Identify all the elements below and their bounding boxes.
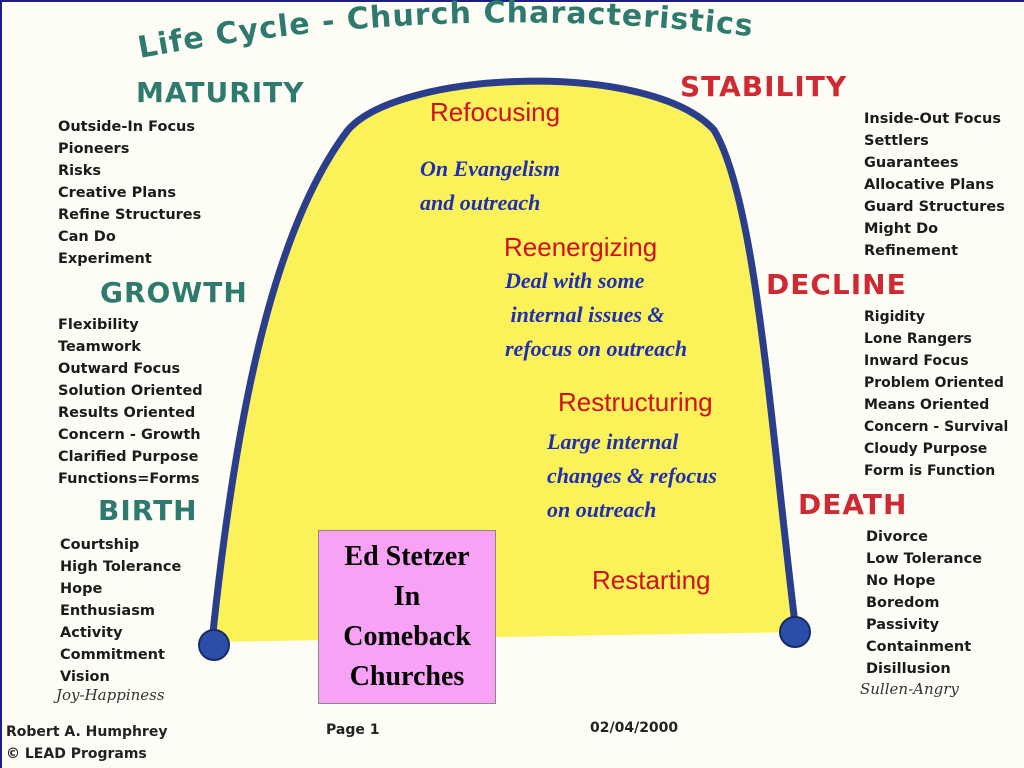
- footer-page: Page 1: [326, 722, 380, 738]
- diagram-title: Life Cycle - Church Characteristics: [135, 0, 754, 66]
- process-restructuring: Restructuring: [558, 387, 713, 417]
- list-item: Solution Oriented: [58, 383, 203, 399]
- stage-death: DEATH: [798, 488, 908, 521]
- author-box-line: Comeback: [343, 621, 471, 652]
- list-item: Means Oriented: [864, 397, 990, 413]
- list-item: Commitment: [60, 647, 165, 663]
- author-box-line: Churches: [349, 661, 465, 692]
- list-item: Boredom: [866, 595, 940, 611]
- list-item: Refinement: [864, 243, 959, 259]
- footer-date: 02/04/2000: [590, 720, 679, 736]
- list-item: Hope: [60, 581, 103, 597]
- list-item: Disillusion: [866, 661, 951, 677]
- author-box: Ed Stetzer In Comeback Churches: [318, 530, 496, 704]
- list-item: Cloudy Purpose: [864, 441, 988, 457]
- svg-text:Life Cycle - Church Characteri: Life Cycle - Church Characteristics: [135, 0, 755, 66]
- decline-list: Rigidity Lone Rangers Inward Focus Probl…: [864, 306, 1008, 482]
- list-item: Lone Rangers: [864, 331, 972, 347]
- start-dot: [198, 629, 230, 661]
- list-item: Pioneers: [58, 141, 130, 157]
- footer-author: Robert A. Humphrey: [6, 724, 168, 740]
- list-item: Risks: [58, 163, 102, 179]
- footer-org: © LEAD Programs: [6, 746, 147, 762]
- maturity-list: Outside-In Focus Pioneers Risks Creative…: [58, 116, 201, 270]
- death-list: Divorce Low Tolerance No Hope Boredom Pa…: [866, 526, 982, 680]
- list-item: Can Do: [58, 229, 116, 245]
- list-item: Creative Plans: [58, 185, 176, 201]
- note-restructuring: Large internal changes & refocus on outr…: [547, 429, 717, 522]
- process-refocusing: Refocusing: [430, 97, 561, 127]
- list-item: Courtship: [60, 537, 140, 553]
- list-item: Outside-In Focus: [58, 119, 196, 135]
- list-item: Concern - Growth: [58, 427, 201, 443]
- list-item: Inside-Out Focus: [864, 111, 1002, 127]
- list-item: Form is Function: [864, 463, 996, 479]
- endpoint-right-caption: Sullen-Angry: [860, 680, 959, 698]
- stage-stability: STABILITY: [680, 70, 848, 103]
- list-item: Concern - Survival: [864, 419, 1009, 435]
- author-box-line: Ed Stetzer: [344, 541, 470, 572]
- list-item: Settlers: [864, 133, 929, 149]
- list-item: Activity: [60, 625, 123, 641]
- stage-growth: GROWTH: [100, 276, 248, 309]
- list-item: Flexibility: [58, 317, 139, 333]
- list-item: No Hope: [866, 573, 936, 589]
- list-item: Inward Focus: [864, 353, 969, 369]
- list-item: High Tolerance: [60, 559, 182, 575]
- list-item: Clarified Purpose: [58, 449, 199, 465]
- note-reenergizing: Deal with some internal issues & refocus…: [505, 268, 688, 361]
- list-item: Outward Focus: [58, 361, 181, 377]
- list-item: Teamwork: [58, 339, 141, 355]
- process-reenergizing: Reenergizing: [504, 232, 658, 262]
- list-item: Might Do: [864, 221, 939, 237]
- list-item: Refine Structures: [58, 207, 202, 223]
- endpoint-left-caption: Joy-Happiness: [56, 686, 165, 704]
- list-item: Allocative Plans: [864, 177, 995, 193]
- stage-maturity: MATURITY: [136, 76, 305, 109]
- stage-decline: DECLINE: [766, 268, 907, 301]
- list-item: Rigidity: [864, 309, 926, 325]
- list-item: Guarantees: [864, 155, 959, 171]
- growth-list: Flexibility Teamwork Outward Focus Solut…: [58, 314, 203, 490]
- list-item: Guard Structures: [864, 199, 1005, 215]
- list-item: Low Tolerance: [866, 551, 983, 567]
- curve-fill: [212, 81, 796, 642]
- list-item: Functions=Forms: [58, 471, 200, 487]
- list-item: Problem Oriented: [864, 375, 1004, 391]
- diagram-title-svg: Life Cycle - Church Characteristics: [135, 0, 755, 66]
- list-item: Passivity: [866, 617, 940, 633]
- process-restarting: Restarting: [592, 565, 711, 595]
- stability-list: Inside-Out Focus Settlers Guarantees All…: [864, 108, 1005, 262]
- list-item: Containment: [866, 639, 972, 655]
- stage-birth: BIRTH: [98, 494, 198, 527]
- list-item: Results Oriented: [58, 405, 196, 421]
- list-item: Vision: [60, 669, 110, 685]
- list-item: Enthusiasm: [60, 603, 155, 619]
- note-refocusing: On Evangelism and outreach: [420, 156, 560, 215]
- list-item: Divorce: [866, 529, 929, 545]
- end-dot: [779, 616, 811, 648]
- author-box-line: In: [393, 581, 421, 612]
- list-item: Experiment: [58, 251, 152, 267]
- curve-line: [208, 77, 800, 646]
- birth-list: Courtship High Tolerance Hope Enthusiasm…: [60, 534, 181, 688]
